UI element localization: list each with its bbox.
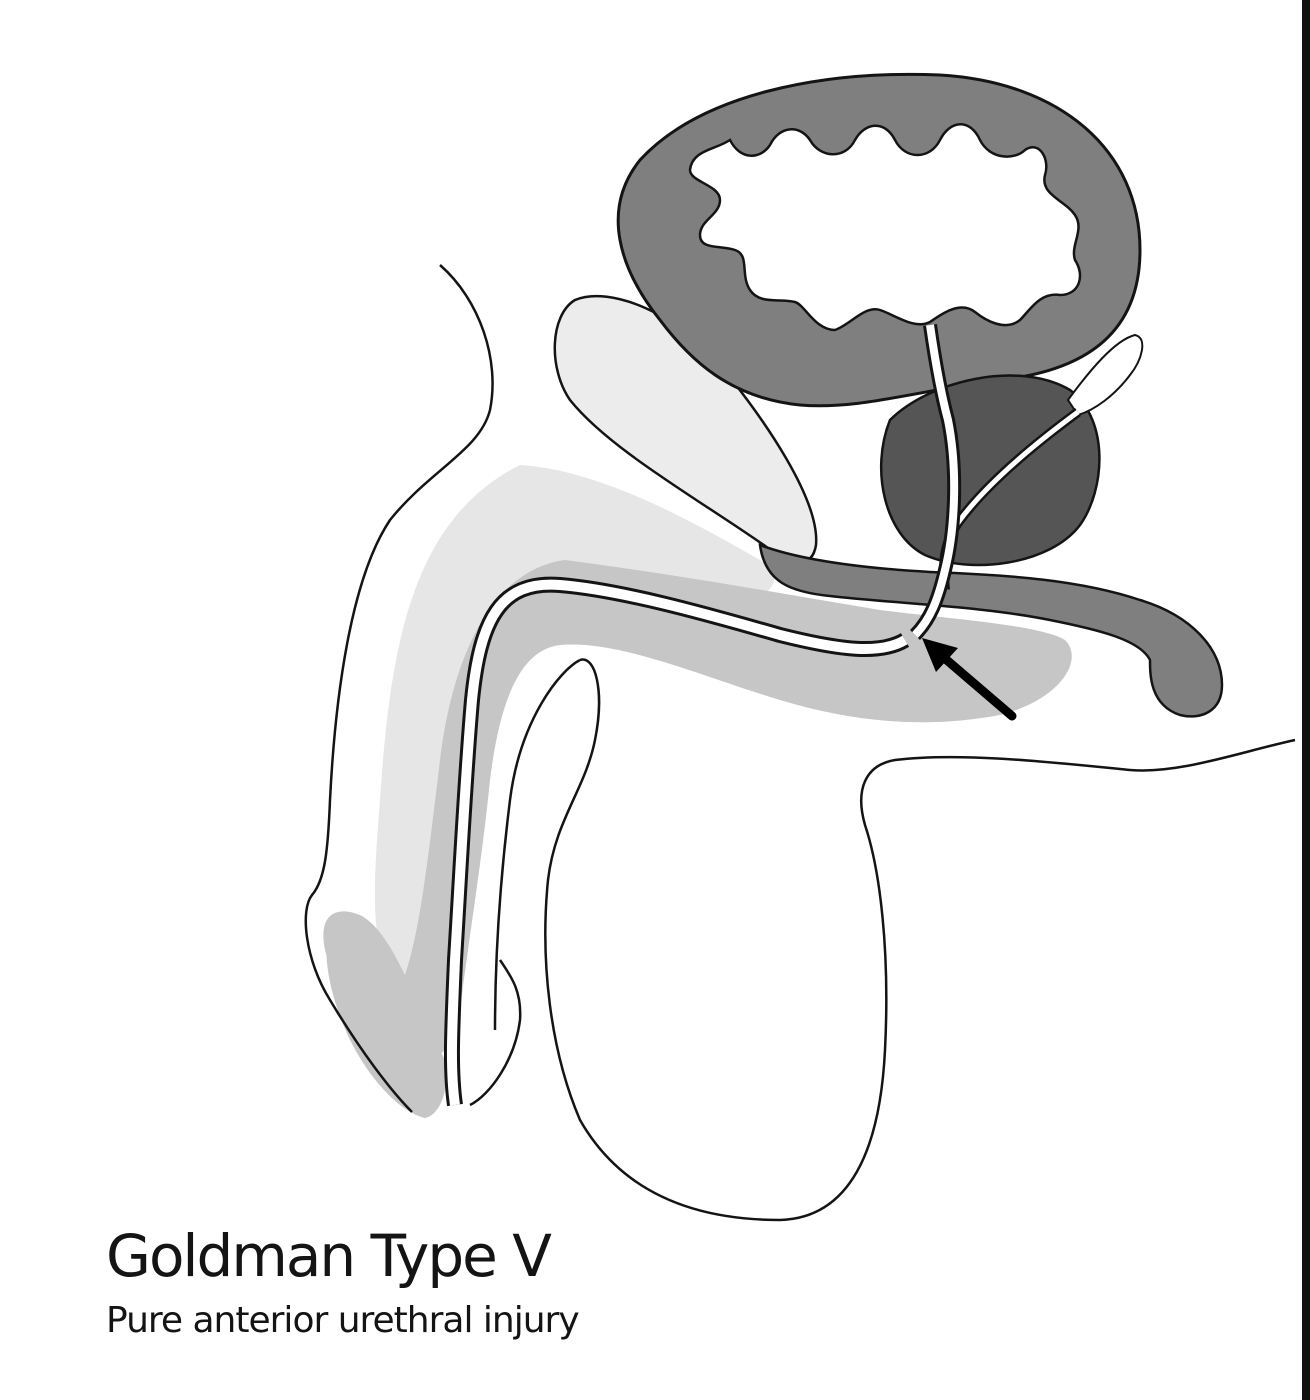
skin-outline-penis — [304, 264, 494, 1113]
caption-title: Goldman Type V — [106, 1222, 552, 1290]
glans — [326, 914, 447, 1118]
injury-arrow-icon — [922, 638, 1017, 721]
caption-subtitle: Pure anterior urethral injury — [106, 1300, 580, 1341]
shaft-inner-line — [493, 658, 581, 1031]
scrotum — [544, 658, 1296, 1222]
bladder-lumen — [688, 123, 1082, 332]
image-edge-border — [1302, 0, 1310, 1400]
glans-outline — [469, 959, 522, 1107]
corpus-spongiosum — [323, 560, 1072, 1068]
prostate — [879, 374, 1101, 567]
seminal-vesicle — [1066, 333, 1144, 417]
perineal-band — [758, 543, 1224, 718]
